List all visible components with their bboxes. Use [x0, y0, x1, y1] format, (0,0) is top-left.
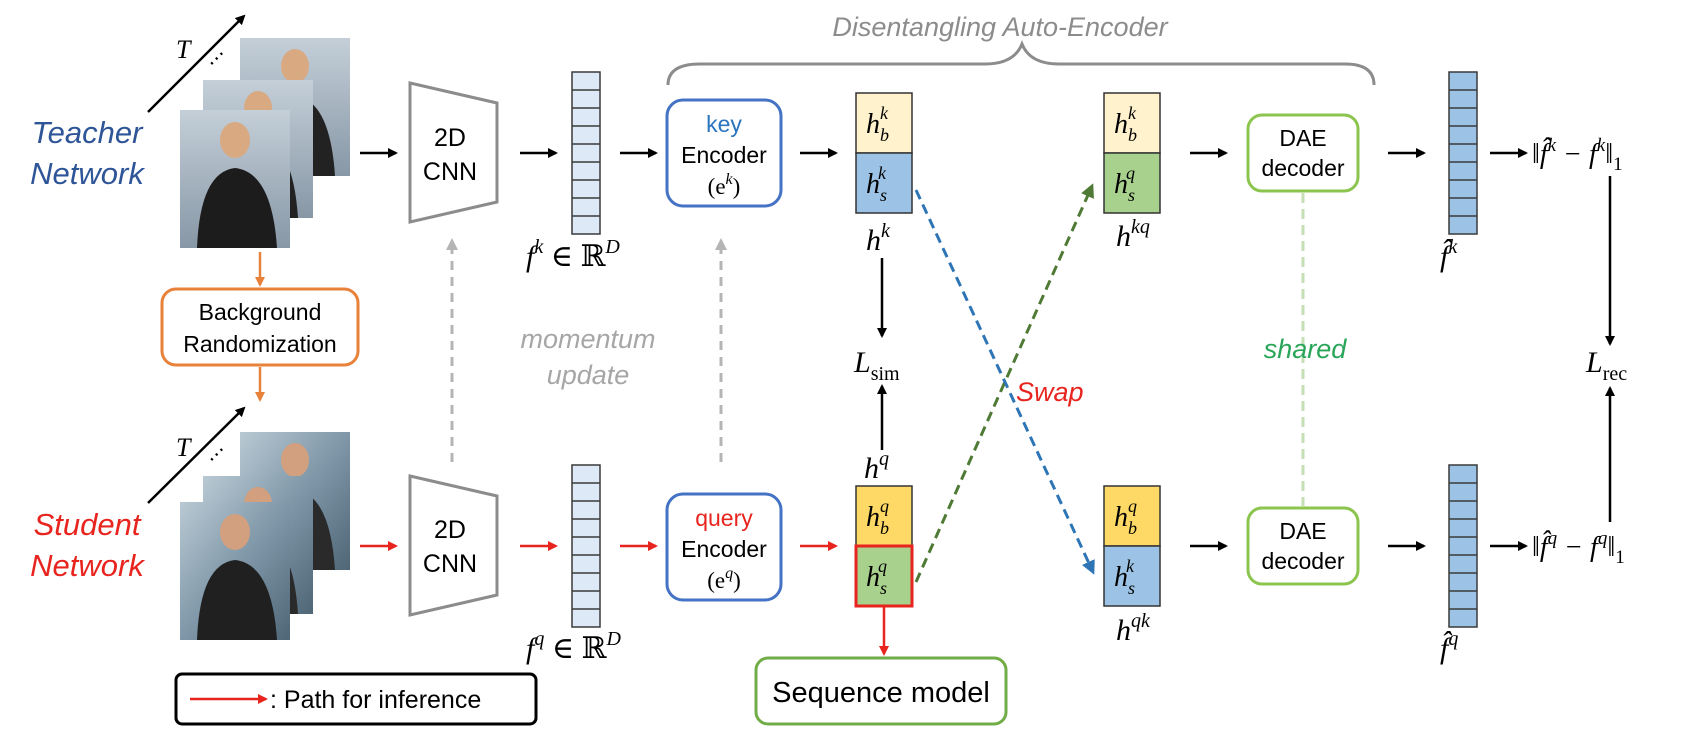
sequence-model-box [754, 656, 1008, 726]
cnn-teacher-line2: CNN [423, 158, 477, 186]
teacher-frame-1 [180, 110, 290, 248]
fhat-query-label: f̂q [1440, 628, 1458, 665]
feature-query-label: fq ∈ ℝD [526, 628, 621, 665]
query-encoder-word: Encoder [681, 536, 767, 562]
time-axis-arrow [147, 14, 246, 113]
dae-brace [666, 39, 1376, 86]
shared-label: shared [1264, 334, 1348, 364]
student-label-line1: Student [34, 507, 142, 542]
norm-k-expression: ‖f̂k − fk‖1 [1532, 135, 1623, 175]
l-sim-label: Lsim [853, 346, 900, 385]
hq-signer-cell [854, 544, 914, 608]
student-frame-stack: T ⋯ [147, 406, 350, 640]
time-axis-arrow-student [147, 406, 246, 504]
fhat-key-vector [1448, 71, 1478, 235]
swap-arrow-blue [914, 189, 1095, 575]
cnn-teacher-line1: 2D [434, 124, 466, 152]
dae-decoder-top [1246, 113, 1360, 193]
feature-vector-query [571, 464, 601, 628]
query-encoder-math: (eq) [707, 565, 741, 593]
key-encoder-math: (ek) [708, 171, 741, 199]
teacher-frame-stack: T ⋯ [147, 14, 350, 248]
feature-key-label: fk ∈ ℝD [526, 236, 620, 273]
frames-ellipsis: ⋯ [202, 44, 232, 74]
key-encoder-box [665, 98, 783, 208]
cnn-student [408, 474, 499, 617]
hq-top-label: hbq [866, 496, 889, 538]
hkq-top-label: hbk [1114, 103, 1137, 145]
bg-randomization-line1: Background [199, 299, 322, 325]
momentum-label-line1: momentum [520, 324, 655, 354]
cnn-student-line1: 2D [434, 516, 466, 544]
fhat-key-label: f̂k [1440, 236, 1458, 273]
hq-label: hq [864, 448, 889, 485]
swap-arrow-green [914, 183, 1094, 583]
cnn-teacher [408, 81, 499, 224]
query-encoder-box [665, 492, 783, 602]
dae-decoder-top-line2: decoder [1261, 155, 1344, 181]
hqk-top-label: hbq [1114, 496, 1137, 538]
momentum-label-line2: update [547, 360, 630, 390]
cnn-student-line2: CNN [423, 550, 477, 578]
teacher-label-line2: Network [30, 156, 145, 191]
query-encoder-name: query [695, 505, 753, 531]
hk-background-cell [855, 92, 913, 154]
dae-decoder-bottom-line1: DAE [1279, 518, 1326, 544]
legend-label: : Path for inference [270, 686, 481, 714]
swap-label: Swap [1016, 377, 1084, 407]
hqk-signer-cell [1103, 545, 1161, 607]
hkq-label: hkq [1116, 216, 1150, 253]
bg-randomization-line2: Randomization [183, 331, 336, 357]
l-rec-label: Lrec [1585, 346, 1627, 385]
teacher-label-line1: Teacher [32, 115, 145, 150]
fhat-query-vector [1448, 464, 1478, 628]
feature-vector-key [571, 71, 601, 235]
hq-bottom-label: hsq [866, 556, 887, 598]
dae-title: Disentangling Auto-Encoder [832, 12, 1168, 42]
dae-decoder-bottom-line2: decoder [1261, 548, 1344, 574]
norm-q-expression: ‖f̂q − fq‖1 [1532, 528, 1625, 568]
student-frame-1 [180, 502, 290, 640]
hk-top-label: hbk [866, 103, 889, 145]
hqk-label: hqk [1116, 610, 1151, 647]
student-label-line2: Network [30, 548, 145, 583]
hk-bottom-label: hsk [866, 163, 887, 205]
legend-box [174, 672, 538, 726]
background-randomization-box [160, 287, 360, 367]
key-encoder-name: key [706, 111, 742, 137]
hkq-background-cell [1103, 92, 1161, 154]
time-axis-label: T [176, 35, 192, 64]
dae-decoder-bottom [1246, 506, 1360, 586]
time-axis-label-student: T [176, 433, 192, 462]
hqk-background-cell [1103, 485, 1161, 547]
teacher-network-label: Teacher Network [30, 115, 145, 191]
student-network-label: Student Network [30, 507, 145, 583]
dae-decoder-top-line1: DAE [1279, 125, 1326, 151]
hkq-signer-cell [1103, 152, 1161, 214]
hkq-bottom-label: hsq [1114, 163, 1135, 205]
key-encoder-word: Encoder [681, 142, 767, 168]
sequence-model-label: Sequence model [772, 677, 990, 709]
hk-signer-cell [855, 152, 913, 214]
hqk-bottom-label: hsk [1114, 556, 1135, 598]
hk-label: hk [866, 220, 891, 257]
